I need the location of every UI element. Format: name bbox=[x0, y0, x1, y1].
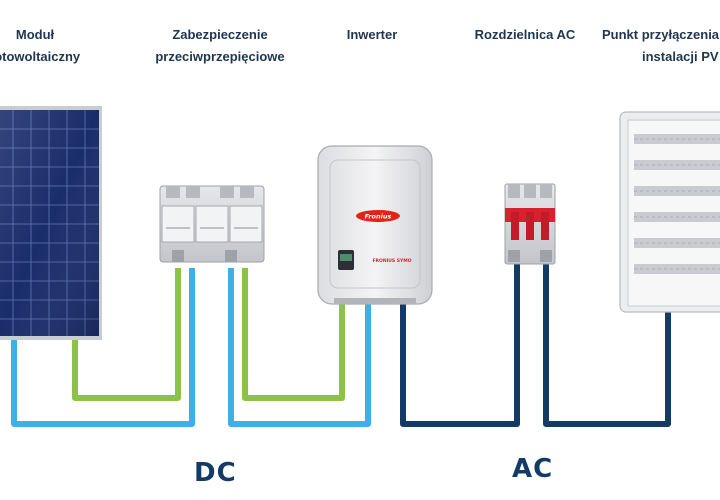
label-pv-module-line1: Moduł bbox=[15, 27, 55, 42]
ac-cable-navy-1 bbox=[400, 264, 520, 427]
dc-cable-blue-2 bbox=[228, 268, 371, 427]
dc-cable-green-1 bbox=[72, 268, 181, 401]
breaker-terminal bbox=[540, 250, 552, 262]
label-surge-line2: przeciwprzepięciowe bbox=[155, 49, 285, 64]
dc-cable-green-2 bbox=[242, 268, 345, 401]
breaker-lever[interactable] bbox=[526, 212, 534, 240]
inverter-base bbox=[334, 298, 416, 304]
surge-terminal bbox=[220, 186, 234, 198]
ac-cable-navy-2 bbox=[543, 264, 671, 427]
surge-terminal bbox=[166, 186, 180, 198]
dc-cable-blue-1 bbox=[11, 268, 195, 427]
surge-terminal bbox=[225, 250, 237, 262]
surge-terminal bbox=[186, 186, 200, 198]
label-pv-module-line2: fotowoltaiczny bbox=[0, 49, 81, 64]
label-inverter-line1: Inwerter bbox=[346, 27, 398, 42]
inverter-device: Fronius FRONIUS SYMO bbox=[317, 145, 433, 305]
surge-cartridge bbox=[161, 205, 195, 243]
label-pv-module: Moduł fotowoltaiczny bbox=[0, 24, 100, 68]
label-surge-line1: Zabezpieczenie bbox=[172, 27, 268, 42]
surge-protector bbox=[159, 185, 265, 263]
inverter-brand-text: Fronius bbox=[365, 213, 392, 221]
section-dc-label: DC bbox=[194, 458, 237, 488]
inverter-logo bbox=[356, 210, 400, 222]
breaker-lever[interactable] bbox=[511, 212, 519, 240]
breaker-terminal bbox=[508, 250, 520, 262]
breaker-terminal bbox=[540, 184, 552, 198]
label-ac-switchboard: Rozdzielnica AC bbox=[460, 24, 590, 46]
inverter-body bbox=[317, 145, 433, 305]
breaker-terminal bbox=[524, 184, 536, 198]
label-connection-line2: instalacji PV bbox=[642, 49, 719, 64]
surge-cartridge bbox=[229, 205, 263, 243]
label-connection-line1: Punkt przyłączenia bbox=[602, 27, 720, 42]
surge-cartridge bbox=[195, 205, 229, 243]
distribution-box bbox=[619, 111, 720, 313]
box-rail-marks bbox=[634, 138, 720, 270]
label-ac-switchboard-line1: Rozdzielnica AC bbox=[474, 27, 576, 42]
label-surge-protection: Zabezpieczenie przeciwprzepięciowe bbox=[140, 24, 300, 68]
inverter-model-text: FRONIUS SYMO bbox=[372, 258, 411, 264]
inverter-front-panel bbox=[329, 159, 421, 289]
surge-terminal bbox=[240, 186, 254, 198]
breaker-lever[interactable] bbox=[541, 212, 549, 240]
pv-reflection bbox=[0, 110, 99, 336]
surge-terminal bbox=[172, 250, 184, 262]
ac-breaker bbox=[504, 183, 556, 265]
section-ac-label: AC bbox=[512, 454, 554, 484]
label-connection-point: Punkt przyłączenia instalacji PV bbox=[602, 24, 720, 68]
inverter-screen bbox=[340, 254, 352, 261]
pv-module bbox=[0, 106, 102, 340]
breaker-terminal bbox=[508, 184, 520, 198]
label-inverter: Inwerter bbox=[322, 24, 422, 46]
cables bbox=[11, 264, 671, 427]
